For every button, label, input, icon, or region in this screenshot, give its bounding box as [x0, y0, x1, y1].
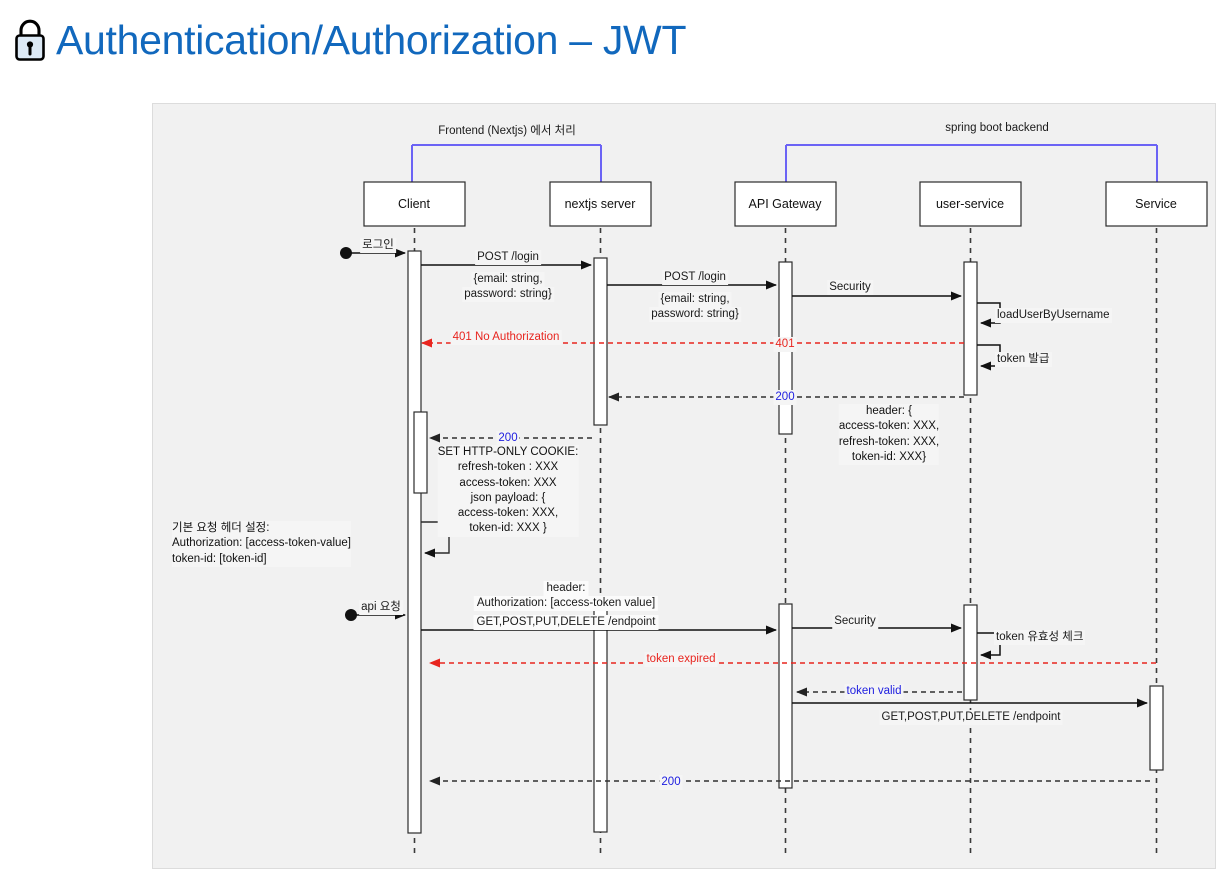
participant-label-client: Client	[398, 197, 430, 211]
message-label-401: 401	[773, 337, 797, 352]
group-label-backend: spring boot backend	[940, 122, 1054, 134]
message-label-post-login-2: POST /login	[662, 270, 728, 285]
message-payload-password-1: password: string}	[462, 287, 554, 302]
note-header-title: header: {	[865, 405, 913, 417]
note-default-request-header: 기본 요청 헤더 설정: Authorization: [access-toke…	[172, 521, 351, 567]
message-label-api-request: api 요청	[359, 600, 403, 615]
message-label-200-a: 200	[773, 390, 797, 405]
note-header-token-id: token-id: XXX}	[851, 450, 927, 463]
message-label-security-1: Security	[827, 280, 873, 295]
note-cookie-refresh-token: refresh-token : XXX	[457, 461, 559, 474]
note-set-http-only-cookie: SET HTTP-ONLY COOKIE: refresh-token : XX…	[437, 445, 579, 537]
message-label-token-expired: token expired	[644, 652, 718, 667]
note-cookie-json-payload-title: json payload: {	[470, 491, 546, 504]
group-label-frontend: Frontend (Nextjs) 에서 처리	[433, 122, 581, 138]
message-label-login: 로그인	[360, 238, 396, 253]
message-payload-email-2: {email: string,	[658, 292, 732, 307]
message-label-post-login-1: POST /login	[475, 250, 541, 265]
note-header-access-token: access-token: XXX,	[838, 420, 940, 433]
message-label-endpoint-authorization: Authorization: [access-token value]	[473, 596, 659, 611]
note-cookie-payload-token-id: token-id: XXX }	[469, 522, 547, 535]
note-cookie-payload-access-token: access-token: XXX,	[457, 507, 559, 520]
lock-icon	[15, 19, 45, 61]
participant-label-user-service: user-service	[935, 197, 1005, 211]
message-label-security-2: Security	[832, 614, 878, 629]
participant-label-api-gateway: API Gateway	[748, 197, 822, 211]
participant-label-nextjs-server: nextjs server	[564, 197, 636, 211]
message-label-token-validity-check: token 유효성 체크	[994, 630, 1086, 645]
message-label-endpoint-methods-1: GET,POST,PUT,DELETE /endpoint	[473, 615, 659, 630]
page-title: Authentication/Authorization – JWT	[10, 8, 686, 72]
message-label-endpoint-header: header:	[543, 581, 589, 596]
message-label-200-b: 200	[496, 431, 520, 446]
message-label-load-user-by-username: loadUserByUsername	[995, 308, 1112, 323]
diagram-frame	[152, 103, 1216, 869]
message-payload-password-2: password: string}	[649, 307, 741, 322]
message-label-token-issue: token 발급	[995, 352, 1052, 367]
message-label-endpoint-methods-2: GET,POST,PUT,DELETE /endpoint	[879, 710, 1063, 725]
note-cookie-title: SET HTTP-ONLY COOKIE:	[437, 446, 579, 458]
note-header-refresh-token: refresh-token: XXX,	[838, 435, 940, 448]
page-title-text: Authentication/Authorization – JWT	[56, 16, 687, 63]
participant-label-service: Service	[1135, 197, 1177, 211]
message-label-200-c: 200	[659, 775, 683, 790]
note-cookie-access-token: access-token: XXX	[459, 476, 557, 489]
note-req-header-title: 기본 요청 헤더 설정:	[172, 522, 270, 534]
message-label-401-no-authorization: 401 No Authorization	[450, 330, 562, 345]
message-label-token-valid: token valid	[844, 684, 904, 699]
note-response-header: header: { access-token: XXX, refresh-tok…	[838, 404, 940, 466]
message-payload-email-1: {email: string,	[471, 272, 545, 287]
note-req-header-authorization: Authorization: [access-token-value]	[172, 537, 351, 550]
note-req-header-token-id: token-id: [token-id]	[172, 552, 267, 565]
